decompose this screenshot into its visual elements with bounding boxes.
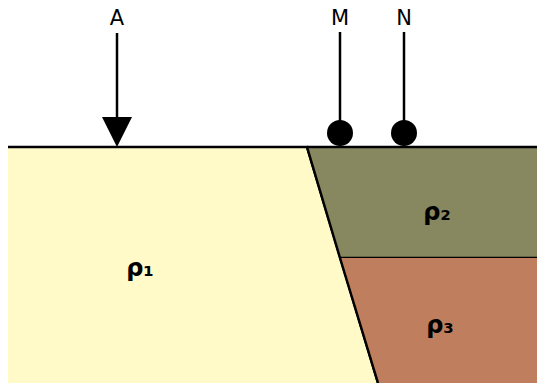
potential-electrode-dot [327, 120, 353, 146]
resistivity-label: ρ₂ [423, 198, 451, 226]
layer-fill [307, 147, 537, 258]
resistivity-label: ρ₁ [126, 254, 154, 282]
layer-boundary [307, 147, 340, 258]
potential-electrode-stem [403, 32, 406, 122]
layer-boundary [307, 146, 537, 149]
rock-layer: ρ₃ [340, 258, 537, 383]
potential-electrode-stem [339, 32, 342, 122]
layer-fill [340, 258, 537, 383]
resistivity-label: ρ₃ [426, 311, 454, 339]
potential-electrode-dot [391, 120, 417, 146]
layer-outline [307, 147, 537, 258]
rock-layer: ρ₂ [307, 147, 537, 258]
electrode-label: M [331, 6, 349, 30]
current-electrode-arrowhead [102, 117, 132, 147]
current-electrode-stem [116, 33, 119, 120]
layer-boundary [340, 258, 378, 383]
electrode-label: A [110, 6, 124, 30]
electrode-label: N [396, 6, 412, 30]
